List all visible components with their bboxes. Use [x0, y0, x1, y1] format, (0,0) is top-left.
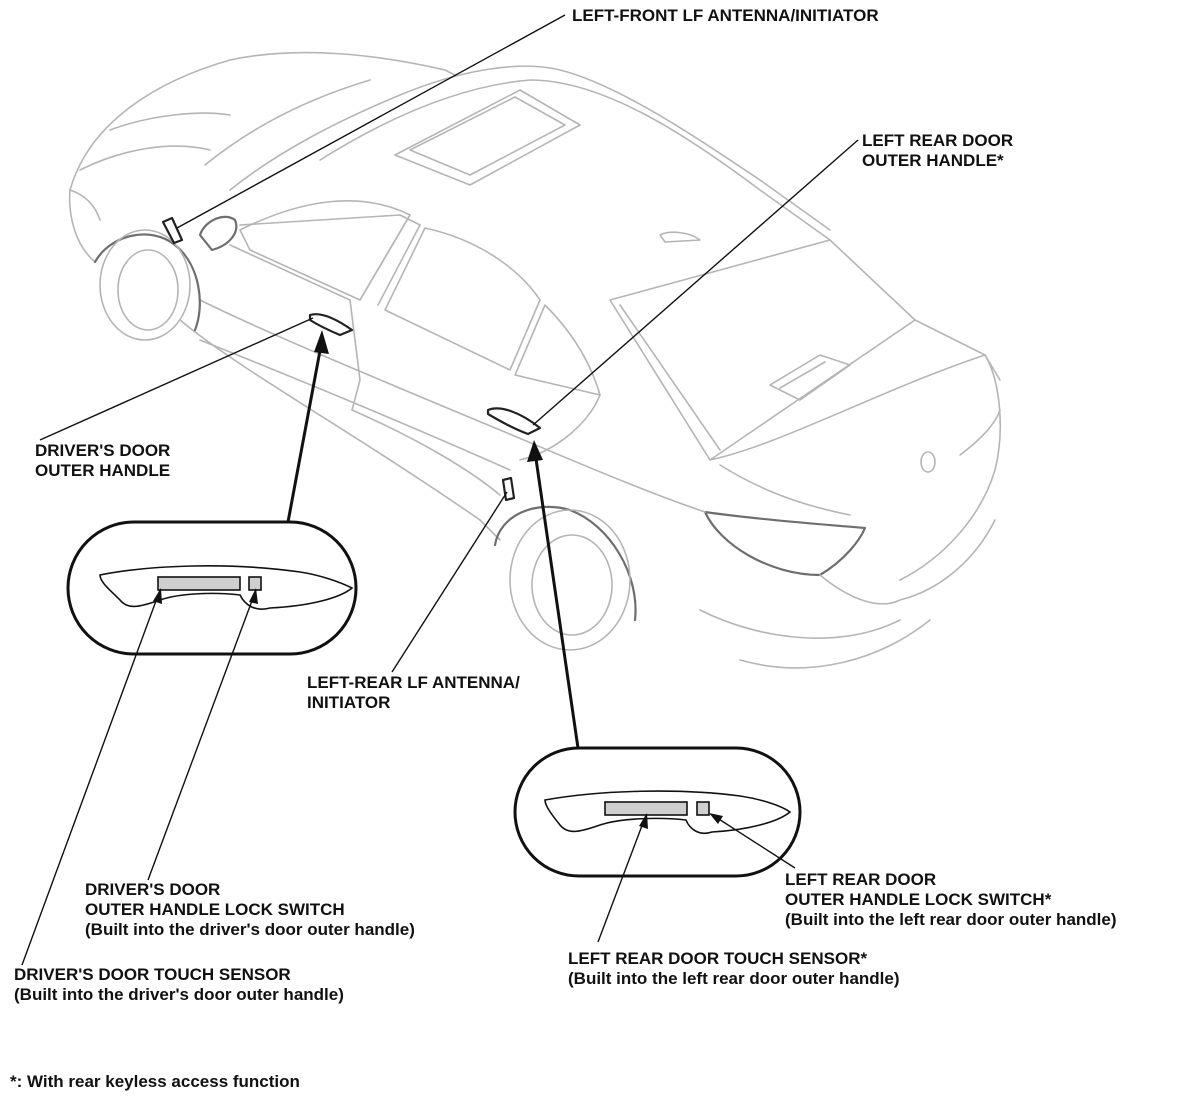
rear-handle-callout: [513, 746, 802, 878]
left-front-antenna-part: [161, 216, 184, 245]
arrowhead-drivers-lock-switch: [249, 588, 258, 604]
leader-left-front-antenna: [176, 14, 566, 229]
drivers-touch-sensor-part: [157, 576, 241, 591]
label-left-front-antenna: LEFT-FRONT LF ANTENNA/INITIATOR: [572, 6, 879, 25]
left-rear-door-handle-part: [486, 407, 542, 436]
label-left-rear-door-outer-handle: LEFT REAR DOOR OUTER HANDLE*: [862, 131, 1014, 170]
label-drivers-touch-sensor: DRIVER'S DOOR TOUCH SENSOR (Built into t…: [14, 965, 344, 1004]
arrow-head-rear: [527, 440, 543, 462]
leader-drivers-touch-sensor: [21, 589, 161, 966]
drivers-lock-switch-part: [248, 576, 262, 591]
car-illustration: [68, 51, 1001, 669]
arrow-rear-handle-detail: [533, 451, 580, 749]
leader-rear-touch-sensor: [597, 814, 647, 943]
label-left-rear-touch-sensor: LEFT REAR DOOR TOUCH SENSOR* (Built into…: [568, 949, 900, 988]
rear-lock-switch-part: [696, 801, 710, 816]
label-left-rear-lock-switch: LEFT REAR DOOR OUTER HANDLE LOCK SWITCH*…: [785, 870, 1117, 929]
arrowhead-rear-lock-switch: [709, 813, 723, 824]
rear-touch-sensor-part: [604, 801, 688, 816]
leader-left-rear-door-handle: [532, 139, 859, 426]
label-drivers-door-outer-handle: DRIVER'S DOOR OUTER HANDLE: [35, 441, 171, 480]
leader-rear-lock-switch: [710, 813, 796, 869]
label-left-rear-antenna: LEFT-REAR LF ANTENNA/ INITIATOR: [307, 673, 520, 712]
arrow-head-drivers: [314, 330, 329, 354]
arrow-drivers-handle-detail: [286, 339, 324, 523]
drivers-door-handle-part: [308, 313, 354, 337]
arrowhead-rear-touch-sensor: [639, 813, 648, 829]
drivers-handle-callout: [66, 520, 358, 656]
arrowhead-drivers-touch-sensor: [153, 588, 162, 604]
leader-left-rear-antenna: [391, 491, 508, 673]
leader-drivers-lock-switch: [147, 589, 257, 881]
leader-drivers-door-handle: [39, 317, 314, 441]
footnote: *: With rear keyless access function: [10, 1072, 300, 1091]
left-rear-antenna-part: [501, 476, 516, 502]
label-drivers-lock-switch: DRIVER'S DOOR OUTER HANDLE LOCK SWITCH (…: [85, 880, 415, 939]
